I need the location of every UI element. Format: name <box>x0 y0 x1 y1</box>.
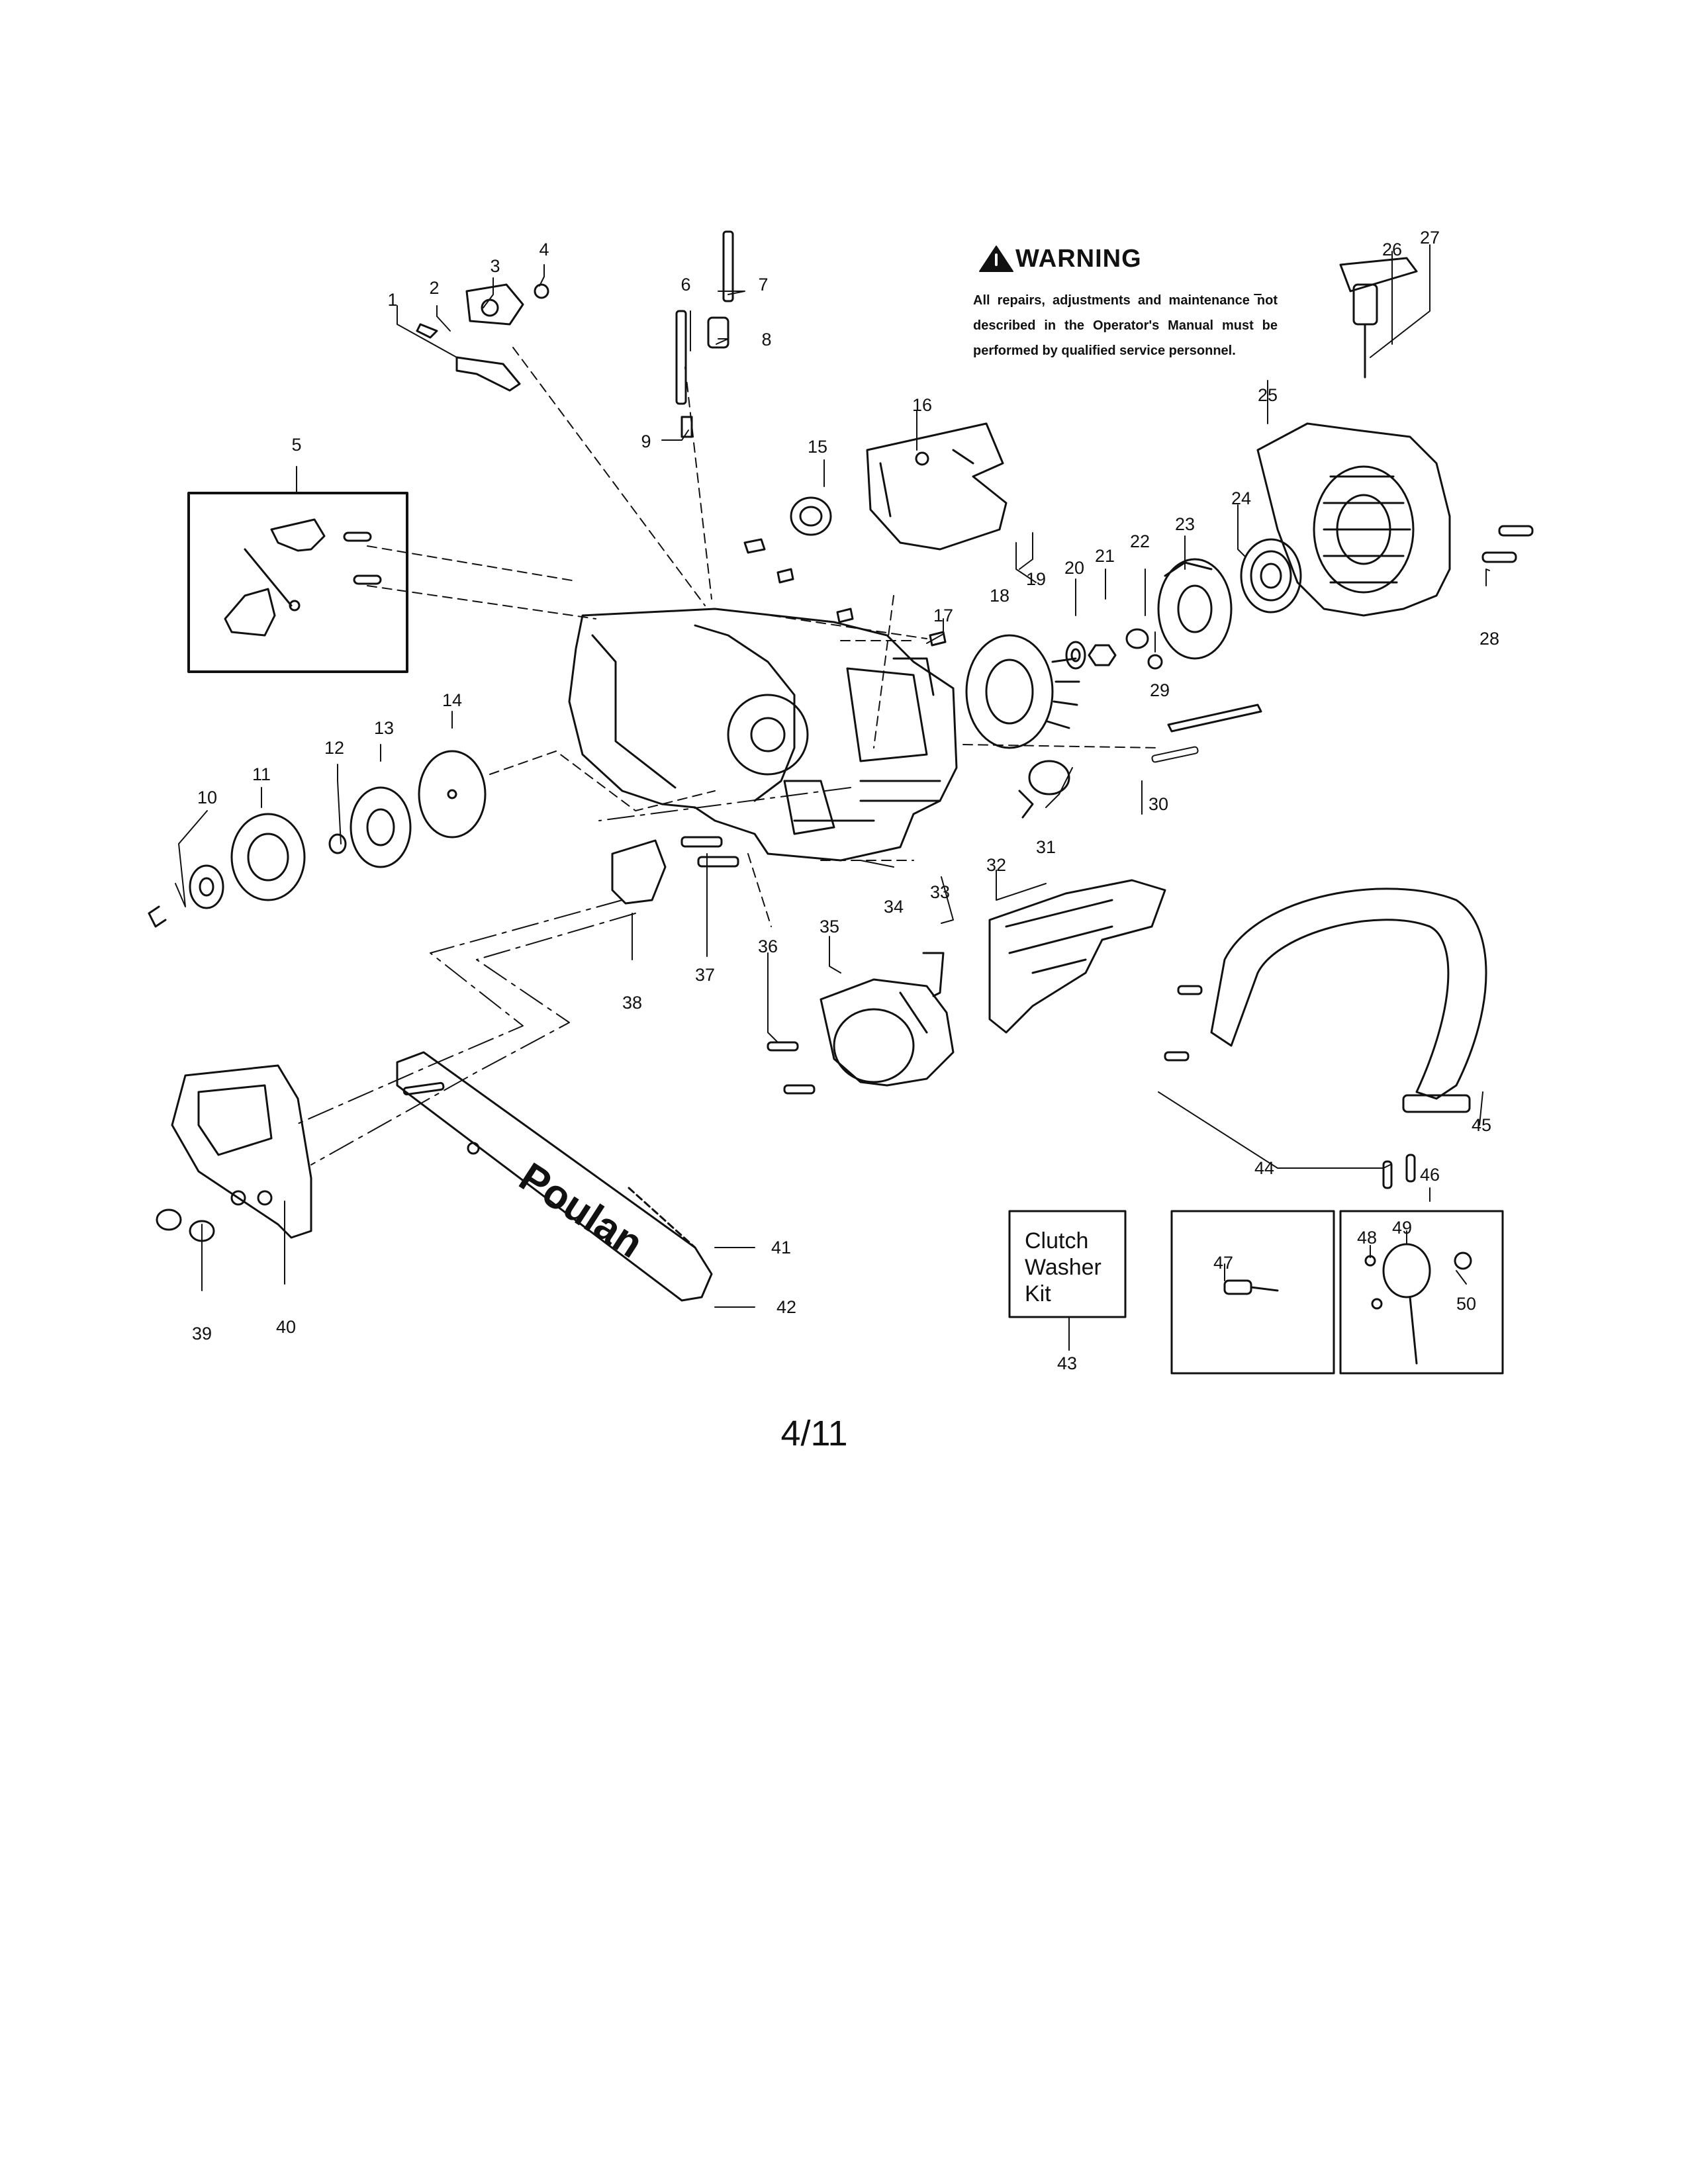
warning-notice: WARNING All repairs, adjustments and mai… <box>973 245 1278 363</box>
callout-1: 1 <box>387 290 398 310</box>
callout-12: 12 <box>324 738 345 758</box>
callout-50: 50 <box>1456 1294 1477 1314</box>
callout-21: 21 <box>1094 546 1115 566</box>
callout-23: 23 <box>1174 514 1196 534</box>
leader-lines <box>175 244 1490 1351</box>
callout-20: 20 <box>1064 558 1085 578</box>
callout-24: 24 <box>1231 488 1252 508</box>
warning-triangle-icon <box>979 246 1013 272</box>
kit-43-box <box>1008 1210 1127 1318</box>
callout-49: 49 <box>1391 1218 1413 1238</box>
throttle-trigger <box>416 283 549 392</box>
callout-31: 31 <box>1035 837 1056 857</box>
rod-30-body <box>1167 704 1262 733</box>
screws-36-37 <box>680 836 816 1095</box>
callout-33: 33 <box>929 882 951 902</box>
screws-44 <box>1164 985 1416 1189</box>
plate-38 <box>611 839 667 905</box>
callout-44: 44 <box>1254 1158 1275 1178</box>
callout-18: 18 <box>989 586 1010 606</box>
part-47-box <box>1170 1210 1335 1375</box>
callout-36: 36 <box>757 936 778 956</box>
callout-35: 35 <box>819 917 840 936</box>
callout-13: 13 <box>373 718 395 738</box>
callout-19: 19 <box>1025 569 1047 589</box>
callout-9: 9 <box>641 432 651 451</box>
callout-3: 3 <box>490 256 500 276</box>
callout-27: 27 <box>1419 228 1440 248</box>
callout-28: 28 <box>1479 629 1500 649</box>
callout-48: 48 <box>1356 1228 1378 1248</box>
pins <box>675 230 734 438</box>
part-5-pieces <box>224 518 382 637</box>
callout-46: 46 <box>1419 1165 1440 1185</box>
part-46-box <box>1339 1210 1504 1375</box>
clutch-parts <box>148 750 487 928</box>
caps <box>743 496 947 647</box>
callout-45: 45 <box>1471 1115 1492 1135</box>
rod-30 <box>1151 746 1199 763</box>
callout-17: 17 <box>933 606 954 625</box>
callout-22: 22 <box>1129 531 1150 551</box>
clutch-cover <box>820 978 955 1087</box>
callout-8: 8 <box>761 330 772 349</box>
callout-38: 38 <box>622 993 643 1013</box>
flywheel <box>965 634 1080 749</box>
primer-bulb <box>1018 760 1070 819</box>
starter-housing <box>1256 422 1451 617</box>
washers-nuts <box>1065 628 1163 670</box>
callout-25: 25 <box>1257 385 1278 405</box>
starter-pulley <box>1157 538 1302 660</box>
callout-4: 4 <box>539 240 549 259</box>
callout-47: 47 <box>1213 1253 1234 1273</box>
callout-26: 26 <box>1382 240 1403 259</box>
guide-bar <box>396 1051 713 1302</box>
callout-14: 14 <box>442 690 463 710</box>
callout-42: 42 <box>776 1297 797 1317</box>
callout-40: 40 <box>275 1317 297 1337</box>
callout-32: 32 <box>986 855 1007 875</box>
callout-29: 29 <box>1149 680 1170 700</box>
screws-28 <box>1481 525 1534 563</box>
page-number: 4/11 <box>780 1414 848 1453</box>
callout-39: 39 <box>191 1324 212 1343</box>
callout-10: 10 <box>197 788 218 807</box>
starter-handle <box>1339 257 1418 379</box>
warning-text: All repairs, adjustments and maintenance… <box>973 293 1278 358</box>
callout-41: 41 <box>771 1238 792 1257</box>
side-cover <box>156 1064 312 1242</box>
callout-30: 30 <box>1148 794 1169 814</box>
part-5-box <box>187 492 408 673</box>
callout-16: 16 <box>912 395 933 415</box>
callout-11: 11 <box>252 764 271 784</box>
callout-5: 5 <box>291 435 302 455</box>
callout-43: 43 <box>1056 1353 1078 1373</box>
kit-43-label: Clutch Washer Kit <box>1025 1228 1102 1306</box>
parts-47-50 <box>1223 1243 1472 1365</box>
callout-15: 15 <box>807 437 828 457</box>
front-handle <box>1210 887 1487 1113</box>
callout-37: 37 <box>694 965 716 985</box>
heat-shield <box>866 422 1008 551</box>
chain-brake-handle <box>988 879 1166 1034</box>
engine-housing <box>568 608 958 862</box>
spring-33 <box>922 952 945 997</box>
callout-2: 2 <box>429 278 440 298</box>
warning-header: WARNING <box>973 245 1278 273</box>
callout-6: 6 <box>680 275 691 295</box>
callout-7: 7 <box>758 275 769 295</box>
bar-brand-text: Poulan <box>511 1154 651 1267</box>
callout-34: 34 <box>883 897 904 917</box>
warning-title: WARNING <box>1015 245 1142 273</box>
